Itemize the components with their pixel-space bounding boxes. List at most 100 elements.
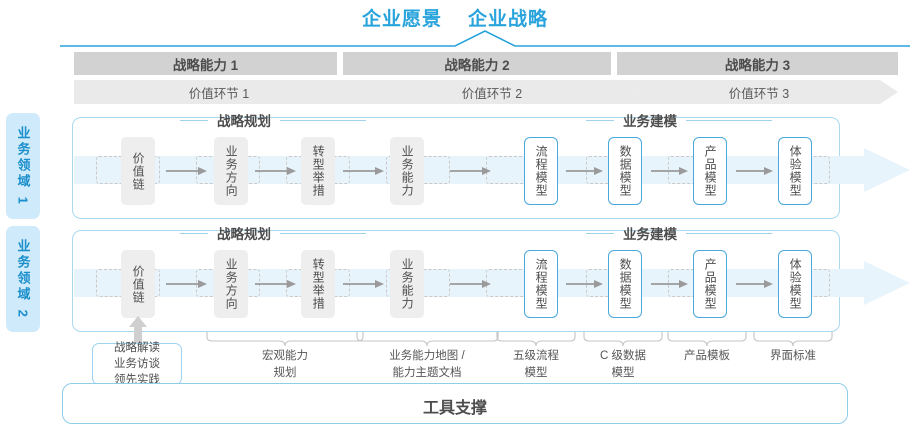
node-label: 价值链 [131,264,146,304]
flow-arrow-icon [566,166,604,176]
title-strategy: 企业战略 [468,9,549,30]
node-business-capability-1[interactable]: 业务能力 [390,137,424,205]
capability-label-3: 战略能力 3 [724,57,791,73]
brace-connector [582,332,664,346]
capability-bar-1[interactable]: 战略能力 1 [74,52,337,75]
caption-five-level-process: 五级流程 模型 [496,348,576,381]
node-label: 业务方向 [224,258,239,310]
brace-connector [495,332,577,346]
flow-arrow-icon [566,279,604,289]
header-rule [686,232,772,234]
node-product-model-2[interactable]: 产品模型 [693,250,727,318]
node-transformation-2[interactable]: 转型举措 [301,250,335,318]
node-value-chain-2[interactable]: 价值链 [121,250,155,318]
value-stage-label-3: 价值环节 3 [728,86,790,101]
flow-arrow-icon [736,279,774,289]
node-label: 转型举措 [311,145,326,197]
capability-label-2: 战略能力 2 [444,57,510,73]
node-business-direction-2[interactable]: 业务方向 [214,250,248,318]
caption-c-level-data: C 级数据 模型 [583,348,663,381]
section-header-planning-1: 战略规划 [180,110,366,130]
brace-connector [355,332,500,346]
placeholder-box [486,156,526,184]
node-label: 业务能力 [400,258,415,310]
capability-bar-3[interactable]: 战略能力 3 [617,52,898,75]
flow-arrow-icon [651,279,689,289]
up-arrow-icon [128,316,148,349]
section-header-modeling-2: 业务建模 [586,223,772,243]
section-label: 业务建模 [623,227,677,242]
flow-arrow-icon [343,279,385,289]
caption-macro-capability: 宏观能力 规划 [225,348,345,381]
node-label: 数据模型 [618,258,633,310]
caption-line-1: 产品模板 [684,350,730,362]
flow-arrow-icon [255,166,297,176]
header-rule [180,232,208,234]
flow-arrow-icon [736,166,774,176]
caption-line-1: 界面标准 [770,350,816,362]
brace-connector [666,332,748,346]
flow-arrow-icon [343,166,385,176]
caption-line-2: 规划 [273,366,297,379]
node-experience-model-2[interactable]: 体验模型 [778,250,812,318]
title-vision: 企业愿景 [361,9,442,30]
caption-line-1: 五级流程 [513,350,559,362]
section-label: 战略规划 [217,227,271,242]
header-rule [586,119,614,121]
value-stage-label-1: 价值环节 1 [188,86,250,101]
brace-connector [752,332,834,346]
sidebar-item-domain-2[interactable]: 业务领域 2 [6,226,40,332]
diagram-title: 企业愿景 企业战略 [0,4,910,31]
value-stage-1[interactable]: 价值环节 1 [74,80,364,104]
flow-arrow-icon [166,279,208,289]
caption-line-1: C 级数据 [600,350,646,362]
node-label: 流程模型 [534,145,549,197]
node-label: 转型举措 [311,258,326,310]
flow-arrow-icon [651,166,689,176]
node-data-model-2[interactable]: 数据模型 [608,250,642,318]
caption-line-1: 业务能力地图 / [389,350,465,362]
peak-connector-line [60,30,910,47]
node-label: 业务方向 [224,145,239,197]
node-label: 产品模型 [703,145,718,197]
node-business-direction-1[interactable]: 业务方向 [214,137,248,205]
node-experience-model-1[interactable]: 体验模型 [778,137,812,205]
caption-line-1: 宏观能力 [262,350,308,362]
header-rule [686,119,772,121]
node-process-model-1[interactable]: 流程模型 [524,137,558,205]
node-label: 体验模型 [788,258,803,310]
flow-arrow-icon [450,279,492,289]
sidebar-item-domain-1[interactable]: 业务领域 1 [6,113,40,219]
node-process-model-2[interactable]: 流程模型 [524,250,558,318]
caption-ui-standard: 界面标准 [753,348,833,365]
caption-line-2: 模型 [524,366,548,379]
tool-support-label: 工具支撑 [422,400,487,417]
caption-capability-map: 业务能力地图 / 能力主题文档 [357,348,497,381]
header-rule [280,119,366,121]
value-stage-2[interactable]: 价值环节 2 [346,80,638,104]
node-data-model-1[interactable]: 数据模型 [608,137,642,205]
node-label: 业务能力 [400,145,415,197]
flow-arrow-icon [450,166,492,176]
header-rule [586,232,614,234]
flow-arrow-icon [166,166,208,176]
node-business-capability-2[interactable]: 业务能力 [390,250,424,318]
header-rule [180,119,208,121]
caption-line-2: 模型 [611,366,635,379]
callout-strategy-inputs[interactable]: 战略解读 业务访谈 领先实践 [92,342,182,386]
node-product-model-1[interactable]: 产品模型 [693,137,727,205]
node-value-chain-1[interactable]: 价值链 [121,137,155,205]
value-stage-3[interactable]: 价值环节 3 [620,80,898,104]
brace-connector [205,332,365,346]
section-label: 战略规划 [217,114,271,129]
caption-product-template: 产品模板 [667,348,747,365]
capability-bar-2[interactable]: 战略能力 2 [343,52,611,75]
domain-label-1: 业务领域 1 [15,125,31,207]
section-header-modeling-1: 业务建模 [586,110,772,130]
node-label: 产品模型 [703,258,718,310]
capability-label-1: 战略能力 1 [172,57,239,73]
header-rule [280,232,366,234]
node-label: 体验模型 [788,145,803,197]
node-transformation-1[interactable]: 转型举措 [301,137,335,205]
